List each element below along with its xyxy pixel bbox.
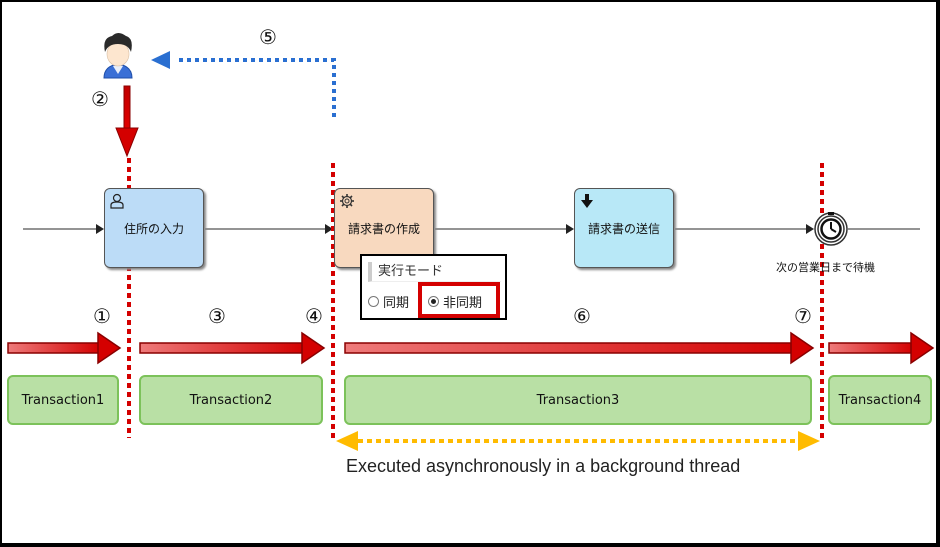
task-send-invoice[interactable]: 請求書の送信	[574, 188, 674, 268]
sequence-flow	[23, 224, 920, 234]
gear-icon	[340, 194, 354, 208]
transaction-label: Transaction1	[21, 392, 105, 408]
step-7-label: ⑦	[794, 304, 812, 328]
step-5-label: ⑤	[259, 25, 277, 49]
step-6-label: ⑥	[573, 304, 591, 328]
user-icon	[103, 33, 133, 79]
step-2-label: ②	[91, 87, 109, 111]
transaction-label: Transaction2	[189, 392, 273, 408]
step-1-label: ①	[93, 304, 111, 328]
transaction-arrow-2	[139, 331, 326, 365]
transaction-box-2: Transaction2	[139, 375, 323, 425]
down-arrow-icon	[581, 194, 593, 208]
task-address-input[interactable]: 住所の入力	[104, 188, 204, 268]
task-label: 請求書の送信	[587, 221, 660, 236]
task-label: 請求書の作成	[347, 221, 420, 236]
transaction-box-4: Transaction4	[828, 375, 932, 425]
radio-label-async: 非同期	[443, 296, 483, 311]
execution-mode-panel: 実行モード 同期 非同期	[360, 254, 507, 320]
radio-button-async[interactable]	[428, 296, 439, 307]
down-arrow	[115, 85, 139, 158]
transaction-label: Transaction4	[838, 392, 922, 408]
transaction-arrow-1	[7, 331, 122, 365]
radio-label-sync: 同期	[383, 296, 410, 311]
async-option-highlight	[418, 282, 500, 318]
step-4-label: ④	[305, 304, 323, 328]
async-span-arrow	[336, 431, 820, 451]
radio-option-async[interactable]: 非同期	[428, 292, 482, 311]
transaction-box-1: Transaction1	[7, 375, 119, 425]
transaction-label: Transaction3	[536, 392, 620, 408]
return-arrow	[151, 51, 336, 117]
clock-icon	[814, 212, 848, 246]
transaction-box-3: Transaction3	[344, 375, 812, 425]
task-label: 住所の入力	[123, 221, 184, 236]
execution-mode-title: 実行モード	[368, 262, 501, 282]
async-caption: Executed asynchronously in a background …	[346, 456, 741, 476]
transaction-arrow-3	[344, 331, 815, 365]
radio-option-sync[interactable]: 同期	[368, 292, 409, 311]
transaction-arrow-4	[828, 331, 935, 365]
timer-event-label: 次の営業日まで待機	[776, 261, 875, 274]
radio-button-sync[interactable]	[368, 296, 379, 307]
step-3-label: ③	[208, 304, 226, 328]
transaction-arrows	[7, 331, 935, 365]
user-task-icon	[110, 193, 124, 209]
